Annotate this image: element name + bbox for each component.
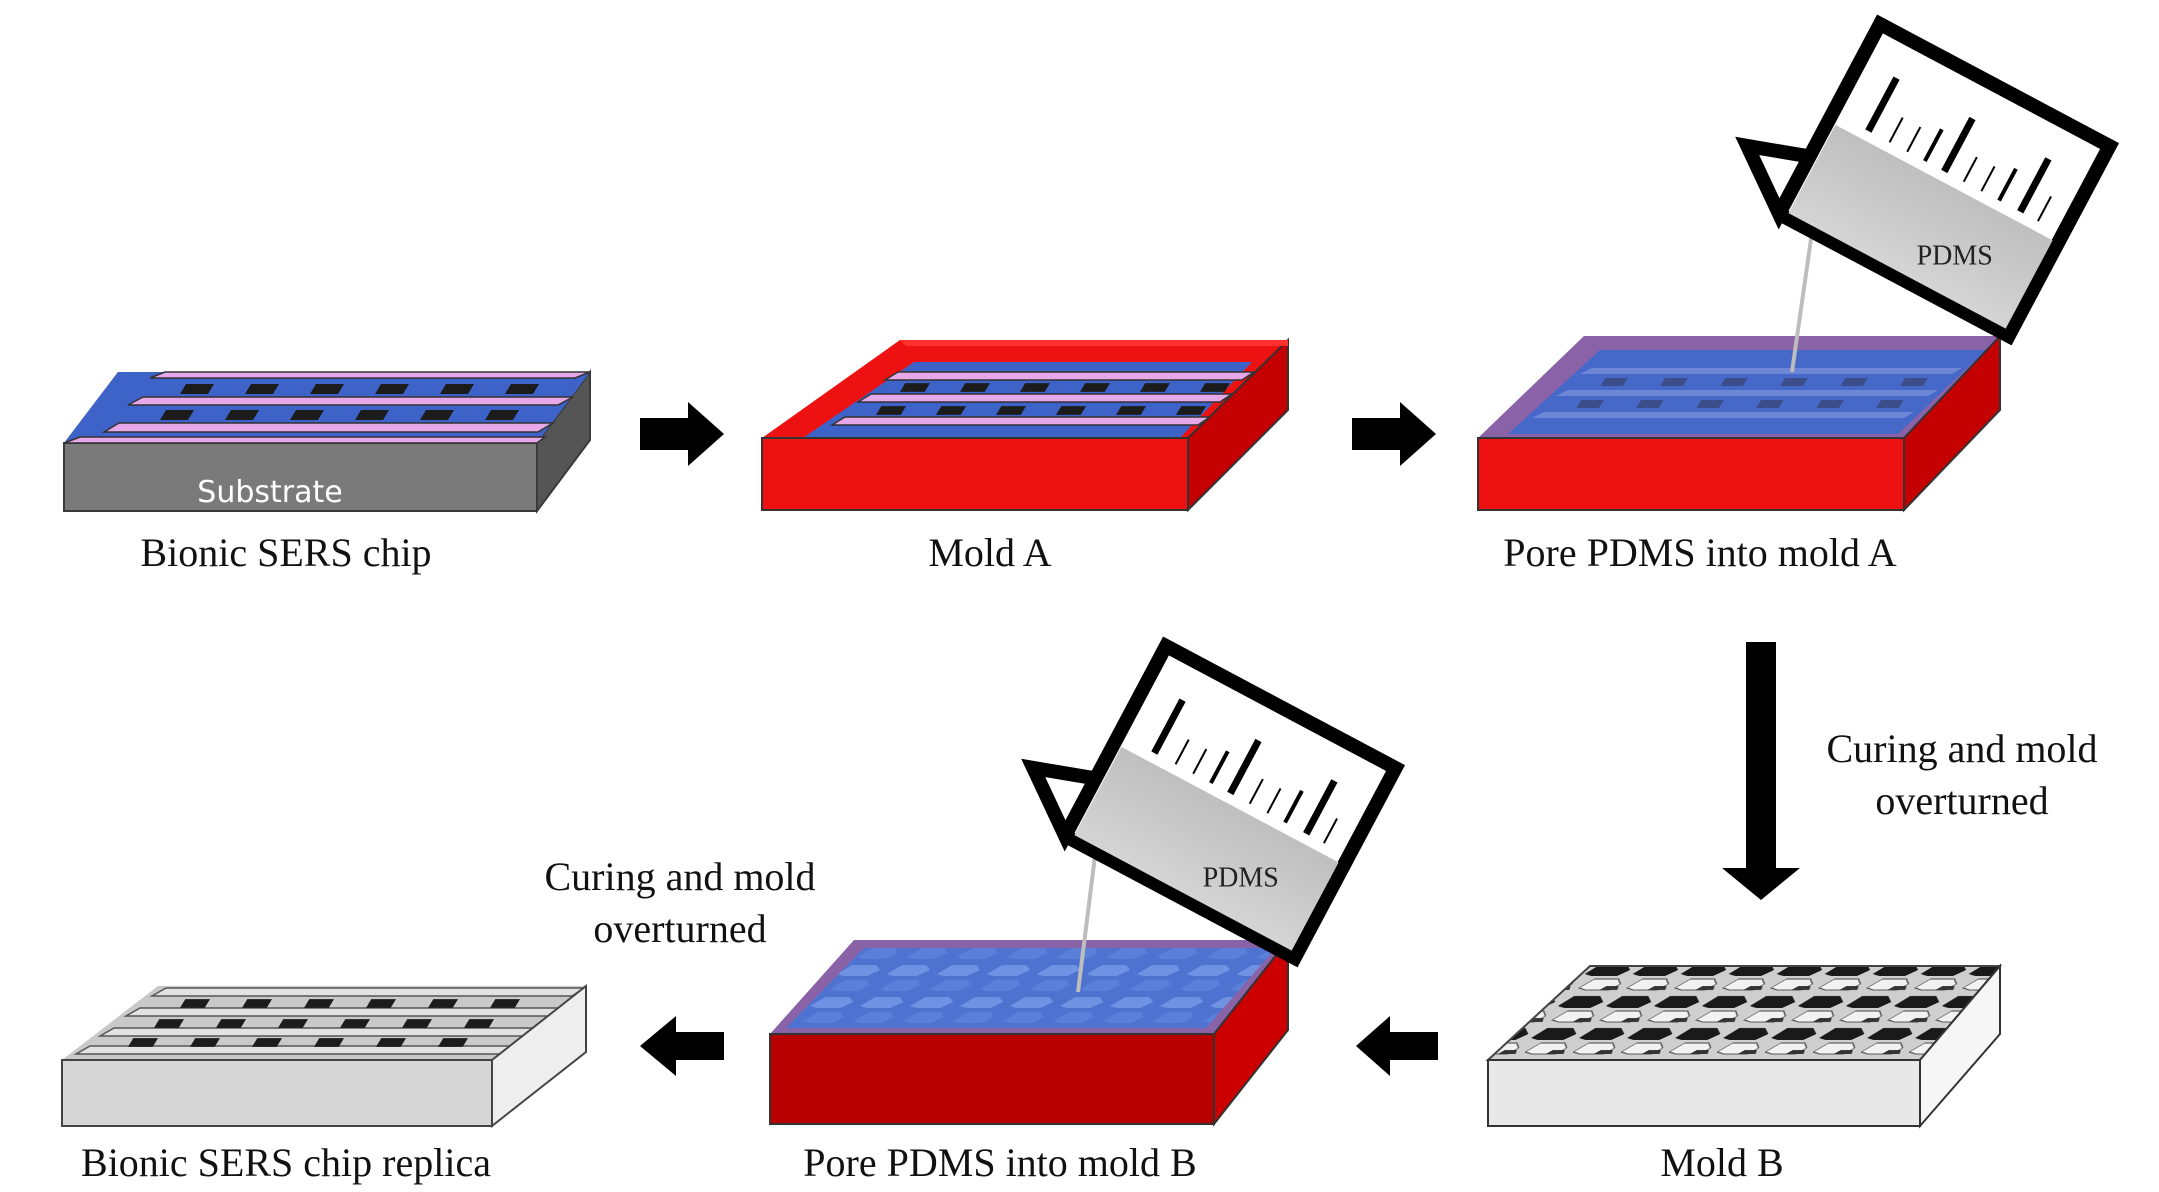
pdms-label: PDMS — [1917, 240, 1993, 271]
mold-a-filled — [1477, 333, 2001, 513]
curing-label-left-line1: Curing and mold — [544, 854, 815, 899]
arrow-left-icon — [1356, 1016, 1438, 1076]
mold-b-filled-side — [1213, 937, 1289, 1127]
bionic-sers-chip: Substrate — [63, 368, 591, 515]
mold-b-top — [1485, 965, 2003, 1061]
mold-a-filled-ridges — [1532, 368, 1962, 418]
arrow-right-icon — [640, 402, 724, 466]
pdms-beaker: PDMS — [1021, 636, 1406, 968]
arrow-left-icon — [640, 1016, 724, 1076]
substrate-label: Substrate — [197, 475, 342, 510]
caption-mold-b: Mold B — [1660, 1140, 1783, 1185]
pdms-beaker: PDMS — [1735, 14, 2120, 346]
caption-bionic-sers-chip: Bionic SERS chip — [140, 530, 431, 575]
caption-mold-a: Mold A — [928, 530, 1051, 575]
arrow-right-icon — [1352, 402, 1436, 466]
caption-pore-pdms-b: Pore PDMS into mold B — [803, 1140, 1196, 1185]
mold-a-filled-front — [1477, 437, 1905, 511]
curing-label-right-line2: overturned — [1875, 778, 2048, 823]
caption-chip-replica: Bionic SERS chip replica — [81, 1140, 491, 1185]
arrow-down-icon — [1722, 642, 1800, 900]
replica-ridges — [73, 987, 587, 1055]
mold-b-side — [1919, 963, 2001, 1129]
pdms-label: PDMS — [1203, 862, 1279, 893]
mold-a-ridges — [829, 371, 1257, 426]
mold-a — [761, 337, 1289, 513]
pdms-stream — [1790, 231, 1814, 373]
chip-replica — [61, 983, 587, 1129]
chip-ridges — [63, 371, 591, 444]
replica-side — [491, 983, 587, 1129]
curing-label-right-line1: Curing and mold — [1826, 726, 2097, 771]
mold-a-filled-side — [1903, 333, 2001, 513]
mold-b-filled-front — [769, 1033, 1215, 1125]
caption-pore-pdms-a: Pore PDMS into mold A — [1503, 530, 1897, 575]
mold-b — [1485, 963, 2003, 1129]
mold-a-front — [761, 437, 1189, 511]
mold-a-side — [1187, 337, 1289, 513]
mold-b-filled-floor — [786, 948, 1276, 1028]
mold-b-front — [1487, 1059, 1921, 1127]
replica-front — [61, 1059, 493, 1127]
curing-label-left-line2: overturned — [593, 906, 766, 951]
mold-b-filled — [769, 937, 1289, 1127]
pdms-stream — [1076, 847, 1098, 993]
